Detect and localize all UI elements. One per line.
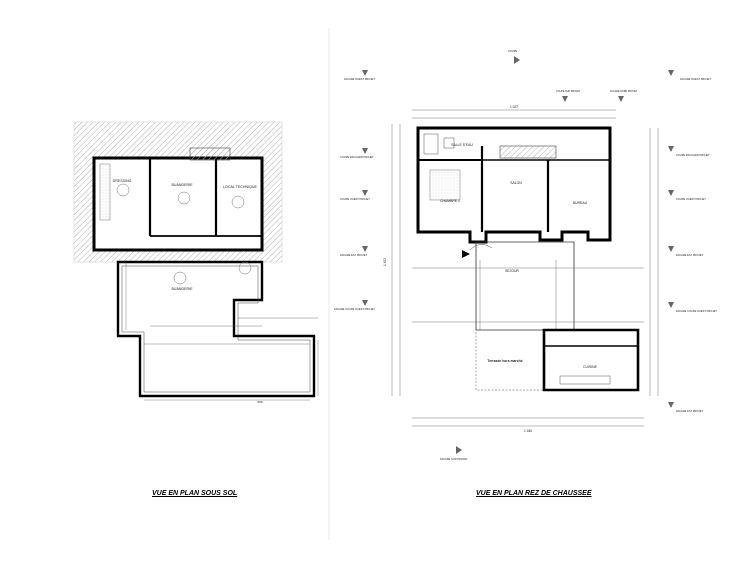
basement-marker-2 [177, 191, 191, 205]
mark-right-bottom: FACADE COUPE OUEST PROJET [676, 309, 717, 313]
basement-marker-1 [116, 183, 130, 197]
label-cuisine: CUISINE [583, 365, 597, 369]
basement-marker-3 [231, 195, 245, 209]
entry-arrow [462, 250, 470, 258]
marker-right-top [668, 70, 674, 76]
cuisine-walls [542, 328, 640, 392]
salle-eau-fixtures-2 [443, 137, 455, 149]
ground-stair-top [499, 145, 557, 159]
label-sejour: SEJOUR [505, 269, 519, 273]
mark-bottom-center: FACADE SUD PROJET [440, 457, 468, 461]
mark-left-low: FACADE EST PROJET [340, 253, 367, 257]
mark-right-upper: COUPE ESCALIER PROJET [676, 153, 710, 157]
dim-left-height: 1 452 [383, 258, 387, 266]
label-terrasse: Terrasse hors marché [487, 359, 522, 363]
dim-basement-width: 596 [257, 400, 262, 404]
basement-plan: DRESSING BUANDERIE LOCAL TECHNIQUE BUAND… [73, 121, 319, 404]
mark-left-upper: COUPE ESCALIER PROJET [340, 155, 374, 159]
chambre-bed [429, 169, 461, 201]
mark-left-top: FACADE OUEST PROJET [344, 77, 375, 81]
label-dressing: DRESSING [113, 179, 132, 183]
label-buanderie-small: BUANDERIE [172, 183, 194, 187]
caption-basement: VUE EN PLAN SOUS SOL [152, 490, 238, 497]
marker-bottom-center [456, 446, 462, 454]
mark-left-bottom: FACADE COUPE OUEST PROJET [334, 307, 375, 311]
mark-right-last: FACADE EST PROJET [676, 409, 703, 413]
marker-left-bottom [362, 300, 368, 306]
salle-eau-fixtures [423, 133, 439, 155]
marker-top-center [514, 56, 520, 64]
cuisine-counter [559, 375, 611, 385]
mark-right-top: FACADE OUEST PROJET [680, 77, 711, 81]
marker-left-upper [362, 148, 368, 154]
marker-right-upper [668, 146, 674, 152]
marker-right-bottom [668, 302, 674, 308]
sejour-door-arc [469, 244, 493, 251]
marker-right-low [668, 246, 674, 252]
basement-marker-5 [238, 261, 252, 275]
dim-overall-top: 1 027 [510, 105, 518, 109]
marker-top-mid-b [618, 96, 624, 102]
marker-left-low [362, 246, 368, 252]
mark-top-center: COUPE [508, 49, 517, 53]
basement-lower-inner [121, 265, 311, 393]
mark-right-mid: COUPE OUEST PROJET [676, 197, 706, 201]
basement-stair [189, 147, 231, 161]
mark-left-mid: COUPE OUEST PROJET [340, 197, 370, 201]
marker-top-mid-a [562, 96, 568, 102]
marker-right-mid [668, 190, 674, 196]
basement-lower-walls [116, 260, 316, 398]
mark-top-mid-a: COUPE SUD PROJET [556, 90, 581, 93]
marker-right-last [668, 402, 674, 408]
label-salle-eau: SALLE D'EAU [451, 143, 473, 147]
marker-left-mid [362, 190, 368, 196]
label-local-technique: LOCAL TECHNIQUE [223, 185, 257, 189]
label-bureau: BUREAU [573, 201, 588, 205]
dressing-furniture [99, 163, 111, 221]
ground-plan: SALLE D'EAU CHAMBRE 1 SALON BUREAU SEJOU… [383, 105, 659, 433]
mark-right-low: FACADE EST PROJET [676, 253, 703, 257]
mark-top-mid-b: FACADE NORD PROJET [610, 90, 638, 93]
marker-left-top [362, 70, 368, 76]
section-markers: COUPE FACADE OUEST PROJET COUPE ESCALIER… [334, 49, 717, 461]
label-salon: SALON [510, 181, 522, 185]
label-chambre: CHAMBRE 1 [440, 199, 460, 203]
caption-ground-floor: VUE EN PLAN REZ DE CHAUSSEE [476, 490, 592, 497]
basement-marker-4 [173, 271, 187, 285]
ground-main-walls [416, 126, 612, 244]
sejour-area [475, 241, 575, 331]
label-buanderie-large: BUANDERIE [172, 287, 194, 291]
dim-overall-bottom: 1 186 [524, 429, 532, 433]
